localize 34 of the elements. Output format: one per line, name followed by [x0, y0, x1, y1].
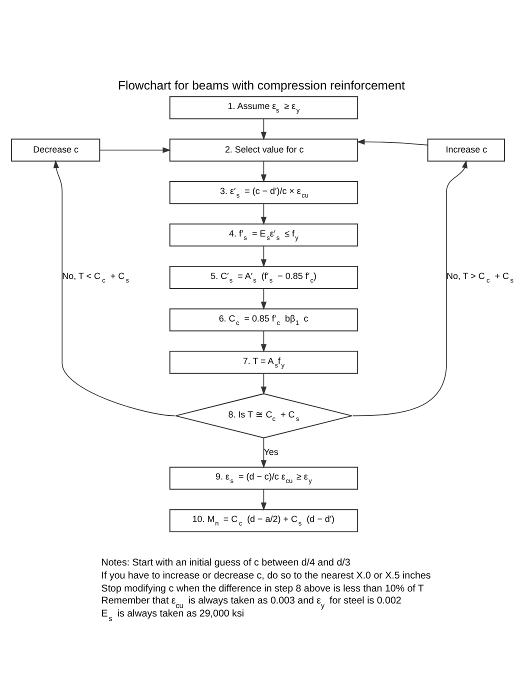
arrow — [100, 146, 171, 152]
node-box: 9. ε$_{s}$ = (d − c)/c ε$_{cu}$ ≥ ε$_{y}$ — [169, 466, 358, 490]
edge-label: Yes — [264, 446, 278, 456]
label: E$_{s}$ is always taken as 29,000 ksi — [101, 608, 244, 623]
node-box: 4. f′$_{s}$ = E$_{s}$ε′$_{s}$ ≤ f$_{y}$ — [169, 223, 358, 246]
arrow — [260, 288, 267, 310]
arrow — [260, 488, 267, 510]
node-box: 3. ε′$_{s}$ = (c − d′)/c × ε$_{cu}$ — [169, 180, 358, 204]
arrow — [352, 159, 468, 416]
node-box: 6. C$_{c}$ = 0.85 f′$_{c}$ bβ$_{1}$ c — [169, 308, 358, 331]
node-box: Increase c — [427, 138, 505, 162]
arrow — [260, 202, 267, 224]
arrow — [260, 330, 267, 352]
node-diamond: 8. Is T ≅ C$_{c}$ + C$_{s}$ — [175, 392, 352, 438]
arrow — [260, 118, 267, 140]
arrow — [260, 436, 267, 468]
arrow — [260, 160, 267, 182]
label: Stop modifying c when the difference in step 8 above is less than 10% of T — [101, 582, 424, 594]
edge-label: No, T > C$_{c}$ + C$_{s}$ — [446, 270, 514, 284]
node-box: 10. M$_{n}$ = C$_{c}$ (d − a/2) + C$_{s}$ (d − d′) — [169, 508, 358, 532]
diagram-title: Flowchart for beams with compression reinforcement — [118, 78, 405, 92]
edge-label: No, T < C$_{c}$ + C$_{s}$ — [62, 270, 130, 284]
node-box: 1. Assume ε$_{s}$ ≥ ε$_{y}$ — [169, 96, 358, 119]
label: If you have to increase or decrease c, do so to the nearest X.0 or X.5 inches — [101, 570, 431, 581]
arrow — [260, 372, 267, 394]
arrow — [260, 245, 267, 267]
arrow — [356, 138, 428, 145]
node-box: 2. Select value for c — [169, 138, 358, 162]
arrow — [53, 159, 176, 416]
node-box: 7. T = A$_{s}$f$_{y}$ — [169, 350, 358, 374]
node-box: 5. C′$_{s}$ = A′$_{s}$ (f′$_{s}$ − 0.85 f′$_{c}$) — [169, 265, 358, 288]
label: Notes: Start with an initial guess of c between d/4 and d/3 — [101, 556, 350, 568]
node-box: Decrease c — [11, 138, 100, 162]
label: Remember that ε$_{cu}$ is always taken as 0.003 and ε$_{y}$ for steel is 0.002 — [101, 595, 402, 610]
